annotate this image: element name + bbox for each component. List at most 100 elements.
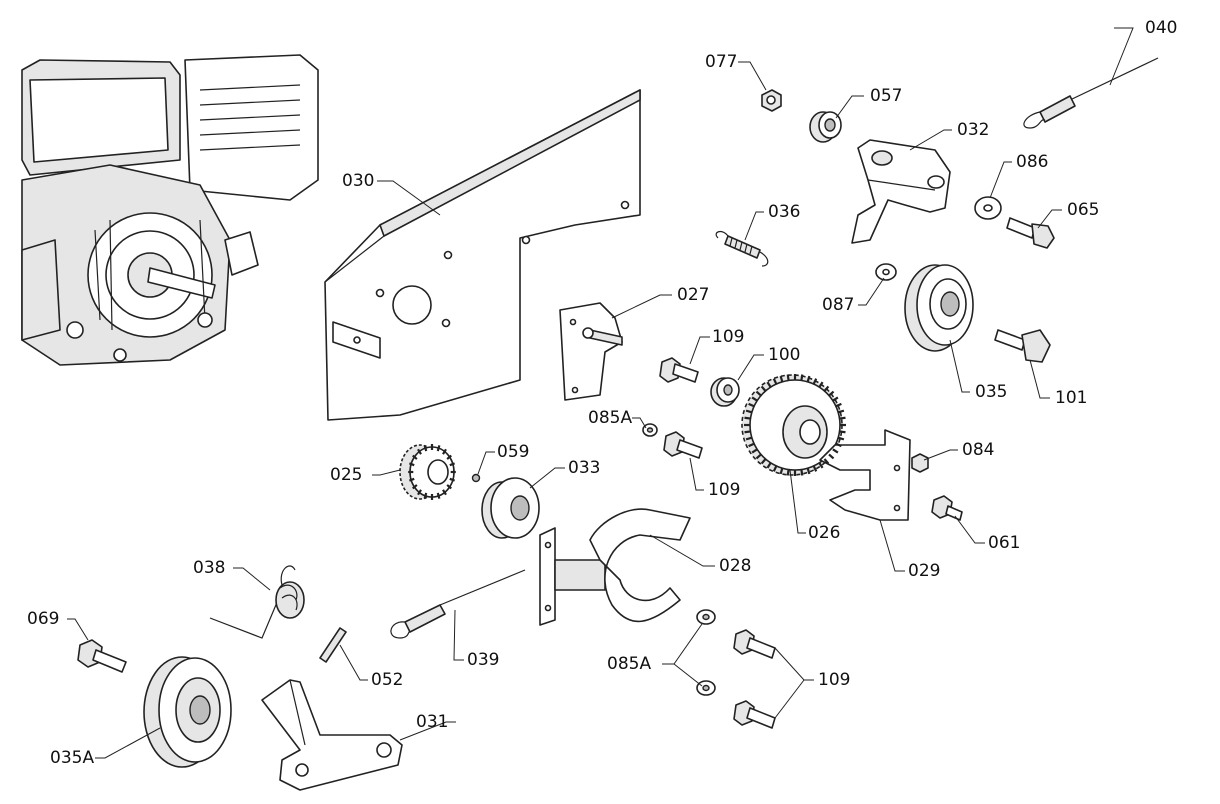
gear-tooth — [436, 445, 441, 452]
gear-026-teeth — [744, 374, 846, 476]
part-057-bushing — [809, 111, 842, 143]
gear-tooth — [806, 375, 811, 383]
label-028: 028 — [719, 556, 752, 576]
leader-lines — [67, 27, 1134, 759]
part-109-bolts-lower — [733, 629, 776, 729]
gear-tooth — [800, 469, 804, 476]
gear-tooth — [412, 454, 418, 460]
engine-drawing — [21, 54, 319, 366]
part-038-torsion-spring — [209, 565, 305, 639]
part-028-shield — [539, 508, 691, 626]
part-032-arm — [851, 139, 951, 244]
part-030-side-plate — [324, 89, 641, 421]
gear-tooth — [828, 390, 835, 397]
gear-025-teeth — [408, 444, 456, 500]
gear-tooth — [786, 469, 790, 476]
gear-tooth — [423, 445, 428, 452]
gear-tooth — [800, 374, 804, 381]
label-031: 031 — [416, 712, 449, 732]
label-033: 033 — [568, 458, 601, 478]
label-059: 059 — [497, 442, 530, 462]
label-109-middle: 109 — [708, 480, 741, 500]
part-084-nut — [911, 453, 929, 473]
label-035a: 035A — [50, 748, 95, 768]
label-061: 061 — [988, 533, 1021, 553]
gear-tooth — [839, 416, 846, 420]
part-052-pin — [319, 627, 347, 663]
label-036: 036 — [768, 202, 801, 222]
label-035: 035 — [975, 382, 1008, 402]
part-086-washer — [974, 196, 1002, 220]
gear-tooth — [823, 458, 830, 465]
label-065: 065 — [1067, 200, 1100, 220]
label-087: 087 — [822, 295, 855, 315]
gear-tooth — [417, 448, 422, 455]
gear-tooth — [818, 381, 824, 388]
gear-tooth — [766, 462, 772, 469]
gear-tooth — [828, 453, 835, 460]
part-040-cable — [1023, 57, 1159, 129]
part-100-spacer — [710, 377, 740, 407]
gear-tooth — [442, 489, 447, 496]
gear-tooth — [408, 462, 415, 467]
gear-tooth — [751, 448, 758, 454]
part-035a-pulley — [143, 656, 232, 768]
label-086: 086 — [1016, 152, 1049, 172]
part-036-spring — [715, 230, 769, 267]
gear-tooth — [745, 436, 753, 441]
label-038: 038 — [193, 558, 226, 578]
gear-tooth — [779, 375, 784, 383]
gear-tooth — [442, 448, 447, 455]
part-085a-washers-lower — [696, 609, 716, 696]
label-052: 052 — [371, 670, 404, 690]
gear-tooth — [766, 381, 772, 388]
label-109-upper: 109 — [712, 327, 745, 347]
gear-tooth — [835, 442, 842, 448]
gear-tooth — [412, 484, 418, 490]
part-087-washer — [875, 263, 897, 281]
label-101: 101 — [1055, 388, 1088, 408]
part-027-bracket — [559, 302, 623, 401]
label-040: 040 — [1145, 18, 1178, 38]
gear-tooth — [744, 416, 751, 420]
part-059-set-screw — [471, 473, 481, 483]
part-069-bolt — [77, 639, 127, 673]
part-065-bolt — [1006, 217, 1055, 249]
gear-tooth — [408, 477, 415, 482]
label-100: 100 — [768, 345, 801, 365]
label-109-lower: 109 — [818, 670, 851, 690]
gear-tooth — [772, 378, 778, 385]
gear-tooth — [436, 492, 441, 499]
gear-tooth — [812, 378, 818, 385]
part-039-cable — [390, 569, 526, 639]
label-057: 057 — [870, 86, 903, 106]
gear-tooth — [832, 448, 839, 454]
gear-tooth — [423, 492, 428, 499]
label-026: 026 — [808, 523, 841, 543]
label-085a-lower: 085A — [607, 654, 652, 674]
part-061-bolt — [931, 495, 963, 521]
part-109-bolt-middle — [663, 431, 703, 459]
gear-tooth — [779, 467, 784, 475]
gear-tooth — [446, 454, 452, 460]
label-027: 027 — [677, 285, 710, 305]
gear-tooth — [417, 489, 422, 496]
gear-tooth — [835, 402, 842, 408]
gear-tooth — [786, 374, 790, 381]
label-029: 029 — [908, 561, 941, 581]
label-025: 025 — [330, 465, 363, 485]
gear-tooth — [772, 465, 778, 472]
gear-tooth — [760, 458, 767, 465]
label-069: 069 — [27, 609, 60, 629]
label-030: 030 — [342, 171, 375, 191]
gear-tooth — [818, 462, 824, 469]
part-109-bolt-upper — [659, 357, 699, 383]
part-031-arm — [261, 679, 403, 791]
label-077: 077 — [705, 52, 738, 72]
gear-tooth — [744, 430, 751, 434]
gear-tooth — [839, 430, 846, 434]
gear-tooth — [449, 462, 456, 467]
gear-tooth — [760, 385, 767, 392]
part-025-gear — [399, 444, 455, 500]
